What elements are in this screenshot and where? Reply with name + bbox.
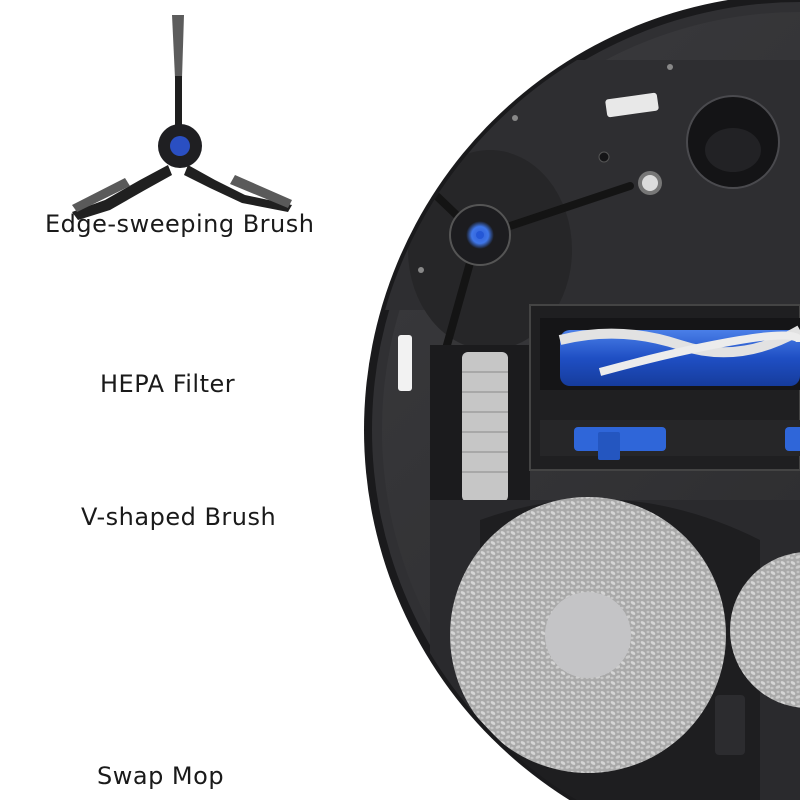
edge-brush-image: [72, 15, 292, 220]
label-hepa-filter: HEPA Filter: [100, 370, 236, 398]
drive-wheel: [462, 352, 508, 502]
robot-vacuum-underside: [364, 0, 800, 800]
label-edge-sweeping-brush: Edge-sweeping Brush: [45, 210, 315, 238]
robot-mop-pads: [450, 497, 800, 773]
robot-main-brush: [558, 325, 800, 386]
label-swap-mop: Swap Mop: [97, 762, 225, 790]
label-v-shaped-brush: V-shaped Brush: [81, 503, 277, 531]
